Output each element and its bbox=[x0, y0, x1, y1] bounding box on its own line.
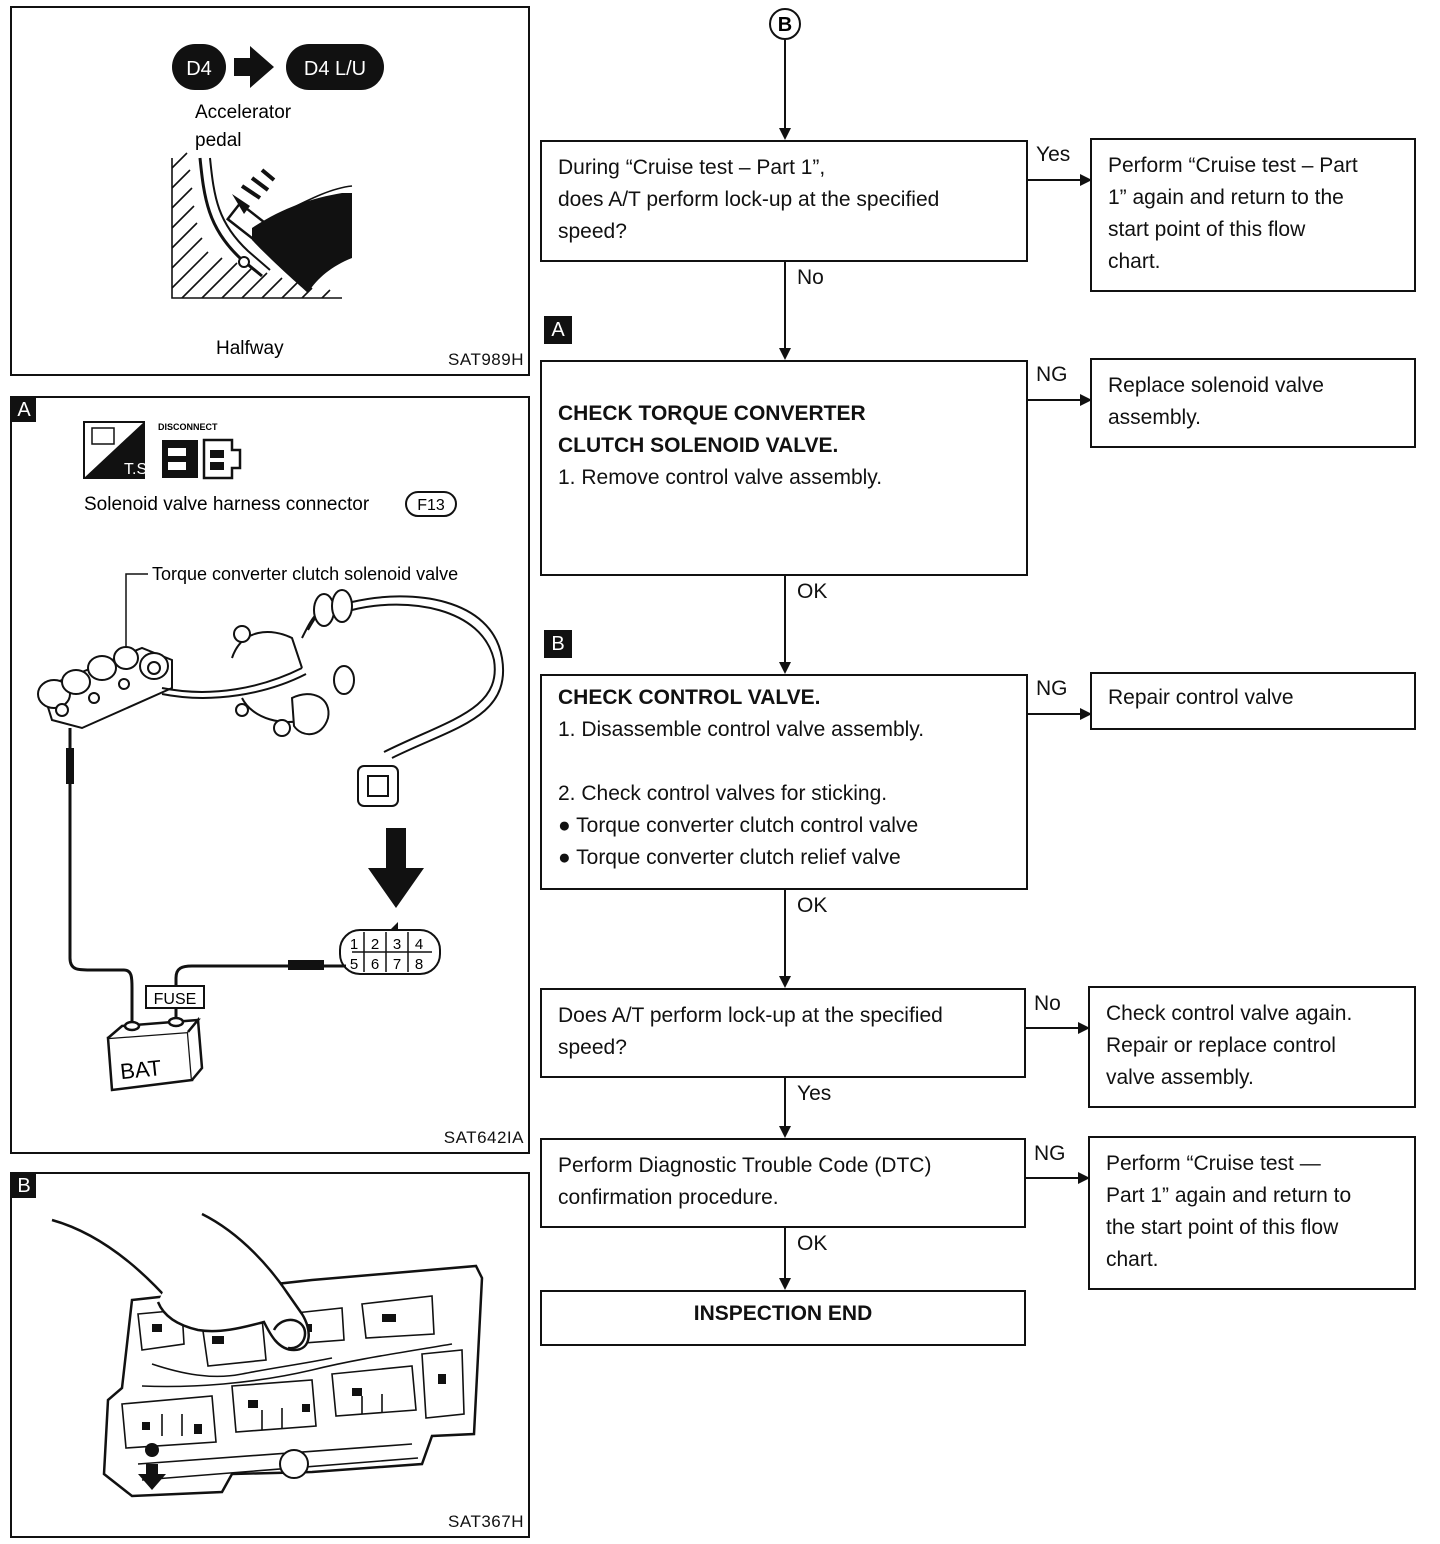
harness-illustration-panel: A T.S DISCONNECT Solenoid valve harness … bbox=[10, 396, 530, 1154]
pedal-arm-icon bbox=[198, 157, 263, 278]
inspection-end-box: INSPECTION END bbox=[540, 1290, 1026, 1346]
figure-code: SAT989H bbox=[448, 350, 524, 369]
control-valve-illustration-panel: B bbox=[10, 1172, 530, 1538]
q2-no-label: No bbox=[1034, 992, 1061, 1015]
connector-id-badge bbox=[405, 491, 457, 517]
q1-line-3: speed? bbox=[558, 220, 627, 243]
connector-text: Solenoid valve harness connector bbox=[84, 494, 370, 515]
floor-hatch-icon bbox=[171, 152, 342, 299]
foot-icon bbox=[252, 193, 352, 293]
pin-2: 2 bbox=[371, 936, 379, 953]
perform-cruise-test-box: Perform “Cruise test – Part 1” again and… bbox=[1090, 138, 1416, 292]
check-control-valve-step: CHECK CONTROL VALVE. 1. Disassemble cont… bbox=[540, 674, 1028, 890]
valve-label: Torque converter clutch solenoid valve bbox=[152, 564, 458, 584]
pedal-illustration: D4 D4 L/U Accelerator pedal Halfway bbox=[171, 44, 384, 359]
figure-code: SAT642IA bbox=[443, 1128, 524, 1147]
connector-b-label: B bbox=[778, 14, 792, 36]
hand-icon bbox=[51, 1212, 310, 1352]
solenoid-valve-icon bbox=[37, 646, 173, 730]
step-a-ok-label: OK bbox=[797, 580, 828, 603]
question-lockup-specified-speed: Does A/T perform lock-up at the specifie… bbox=[540, 988, 1026, 1078]
fuse-label: FUSE bbox=[154, 991, 197, 1008]
pin-7: 7 bbox=[393, 956, 401, 973]
d4-mode-badge bbox=[172, 44, 226, 90]
step-a-item-1: 1. Remove control valve assembly. bbox=[558, 466, 883, 489]
d4-mode-text: D4 bbox=[186, 58, 212, 80]
figure-code: SAT367H bbox=[448, 1512, 524, 1531]
connector-id: F13 bbox=[417, 497, 445, 514]
question-lockup-cruise-test: During “Cruise test – Part 1”, does A/T … bbox=[540, 140, 1028, 262]
press-arrow-icon bbox=[232, 194, 250, 214]
battery-icon bbox=[106, 1016, 204, 1092]
pin-connector-icon: 1 2 3 4 5 6 7 8 bbox=[339, 922, 441, 975]
dtc-ng-label: NG bbox=[1034, 1142, 1066, 1165]
step-b-title: CHECK CONTROL VALVE. bbox=[558, 686, 821, 709]
q1-line-1: During “Cruise test – Part 1”, bbox=[558, 156, 826, 179]
disconnect-icon: DISCONNECT bbox=[158, 422, 242, 480]
dtc-ok-label: OK bbox=[797, 1232, 828, 1255]
check-ball-icon bbox=[145, 1443, 159, 1457]
pin-5: 5 bbox=[350, 956, 358, 973]
check-control-valve-again-box: Check control valve again. Repair or rep… bbox=[1088, 986, 1416, 1108]
pin-1: 1 bbox=[350, 936, 358, 953]
step-b-ok-label: OK bbox=[797, 894, 828, 917]
harness-illustration: T.S DISCONNECT Solenoid valve harness co… bbox=[37, 421, 505, 1092]
control-valve-illustration bbox=[51, 1212, 484, 1498]
pin-6: 6 bbox=[371, 956, 379, 973]
svg-text:T.S: T.S bbox=[124, 461, 147, 478]
arrow-right-icon bbox=[234, 46, 274, 88]
arrow-down-icon bbox=[138, 1464, 166, 1490]
q1-no-label: No bbox=[797, 266, 824, 289]
battery-label: BAT bbox=[119, 1055, 163, 1084]
d4-lockup-mode-badge bbox=[286, 44, 384, 90]
flow-tag-b: B bbox=[544, 630, 572, 658]
test-lead-icon bbox=[68, 728, 346, 1026]
pedal-label-2: pedal bbox=[195, 130, 242, 151]
connector-b-circle bbox=[769, 8, 801, 40]
pedal-illustration-panel: D4 D4 L/U Accelerator pedal Halfway SAT9… bbox=[10, 6, 530, 376]
panel-tag-a: A bbox=[12, 398, 36, 422]
panel-tag-b: B bbox=[12, 1174, 36, 1198]
fuse-icon bbox=[145, 985, 205, 1009]
arrow-down-icon bbox=[368, 828, 424, 908]
pin-4: 4 bbox=[415, 936, 423, 953]
step-a-title-2: CLUTCH SOLENOID VALVE. bbox=[558, 434, 839, 457]
step-b-item-1: 1. Disassemble control valve assembly. bbox=[558, 718, 925, 741]
step-b-item-2: 2. Check control valves for sticking. bbox=[558, 782, 888, 805]
q1-yes-label: Yes bbox=[1036, 143, 1071, 166]
harness-plug-icon bbox=[357, 765, 399, 807]
step-a-ng-label: NG bbox=[1036, 363, 1068, 386]
replace-solenoid-box: Replace solenoid valve assembly. bbox=[1090, 358, 1416, 448]
flow-tag-a: A bbox=[544, 316, 572, 344]
inspection-end-text: INSPECTION END bbox=[693, 1302, 873, 1325]
pin-8: 8 bbox=[415, 956, 423, 973]
perform-dtc-confirmation-step: Perform Diagnostic Trouble Code (DTC) co… bbox=[540, 1138, 1026, 1228]
grommet-icon bbox=[233, 589, 355, 737]
q2-yes-label: Yes bbox=[797, 1082, 832, 1105]
halfway-label: Halfway bbox=[216, 338, 284, 359]
step-a-title-1: CHECK TORQUE CONVERTER bbox=[558, 402, 866, 425]
step-b-ng-label: NG bbox=[1036, 677, 1068, 700]
svg-text:DISCONNECT: DISCONNECT bbox=[158, 422, 218, 432]
step-b-bullet-1: ● Torque converter clutch control valve bbox=[558, 814, 919, 837]
pin-3: 3 bbox=[393, 936, 401, 953]
d4-lockup-mode-text: D4 L/U bbox=[304, 58, 366, 80]
repair-control-valve-box: Repair control valve bbox=[1090, 672, 1416, 730]
step-b-bullet-2: ● Torque converter clutch relief valve bbox=[558, 846, 901, 869]
pedal-label-1: Accelerator bbox=[195, 102, 292, 123]
perform-cruise-test-again-box: Perform “Cruise test — Part 1” again and… bbox=[1088, 1136, 1416, 1290]
check-torque-converter-step: CHECK TORQUE CONVERTER CLUTCH SOLENOID V… bbox=[540, 360, 1028, 576]
test-symbol-icon: T.S bbox=[83, 421, 147, 479]
q1-line-2: does A/T perform lock-up at the specifie… bbox=[558, 188, 940, 211]
